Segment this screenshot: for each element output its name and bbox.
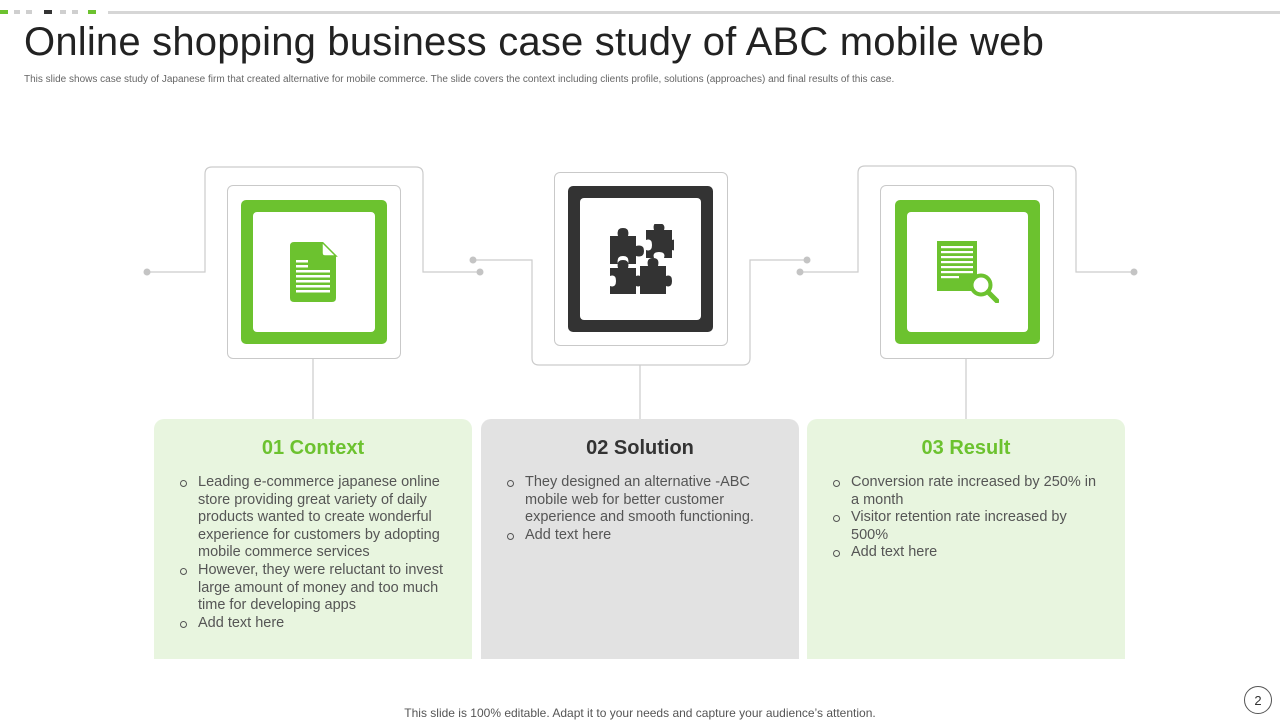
- icon-frame-result: [880, 185, 1054, 359]
- bullet-list-solution: They designed an alternative -ABC mobile…: [507, 474, 777, 544]
- bullet-list-result: Conversion rate increased by 250% in a m…: [833, 474, 1103, 562]
- document-icon: [290, 242, 338, 302]
- card-solution: 02 Solution They designed an alternative…: [481, 419, 799, 659]
- card-context: 01 Context Leading e-commerce japanese o…: [154, 419, 472, 659]
- connector-dot: [803, 256, 811, 264]
- page-subtitle: This slide shows case study of Japanese …: [24, 74, 895, 85]
- list-item: Leading e-commerce japanese online store…: [180, 474, 450, 562]
- icon-box-result: [895, 200, 1040, 344]
- puzzle-pieces-icon: [609, 224, 674, 294]
- card-result: 03 Result Conversion rate increased by 2…: [807, 419, 1125, 659]
- footer-note: This slide is 100% editable. Adapt it to…: [404, 706, 876, 720]
- list-item: However, they were reluctant to invest l…: [180, 562, 450, 615]
- list-item: Add text here: [833, 544, 1103, 562]
- card-heading-context: 01 Context: [261, 437, 365, 459]
- card-heading-result: 03 Result: [921, 437, 1011, 459]
- list-item: Add text here: [507, 527, 777, 545]
- card-heading-solution: 02 Solution: [586, 437, 694, 459]
- bullet-list-context: Leading e-commerce japanese online store…: [180, 474, 450, 632]
- icon-box-solution: [568, 186, 713, 332]
- list-item: Visitor retention rate increased by 500%: [833, 509, 1103, 544]
- frame-outline-context: [147, 166, 480, 273]
- connector-dot: [469, 256, 477, 264]
- top-accent-bar: [0, 10, 1280, 16]
- connector-dot: [143, 268, 151, 276]
- icon-frame-context: [227, 185, 401, 359]
- page-number-badge: 2: [1244, 686, 1272, 714]
- icon-frame-solution: [554, 172, 728, 346]
- list-item: Conversion rate increased by 250% in a m…: [833, 474, 1103, 509]
- list-item: Add text here: [180, 615, 450, 633]
- connector-dot: [796, 268, 804, 276]
- list-item: They designed an alternative -ABC mobile…: [507, 474, 777, 527]
- connector-dot: [1130, 268, 1138, 276]
- icon-box-context: [241, 200, 387, 344]
- frame-outline-result: [800, 165, 1134, 273]
- connector-dot: [476, 268, 484, 276]
- page-title: Online shopping business case study of A…: [24, 20, 1045, 64]
- document-search-icon: [936, 241, 999, 303]
- frame-outline-solution: [473, 259, 807, 366]
